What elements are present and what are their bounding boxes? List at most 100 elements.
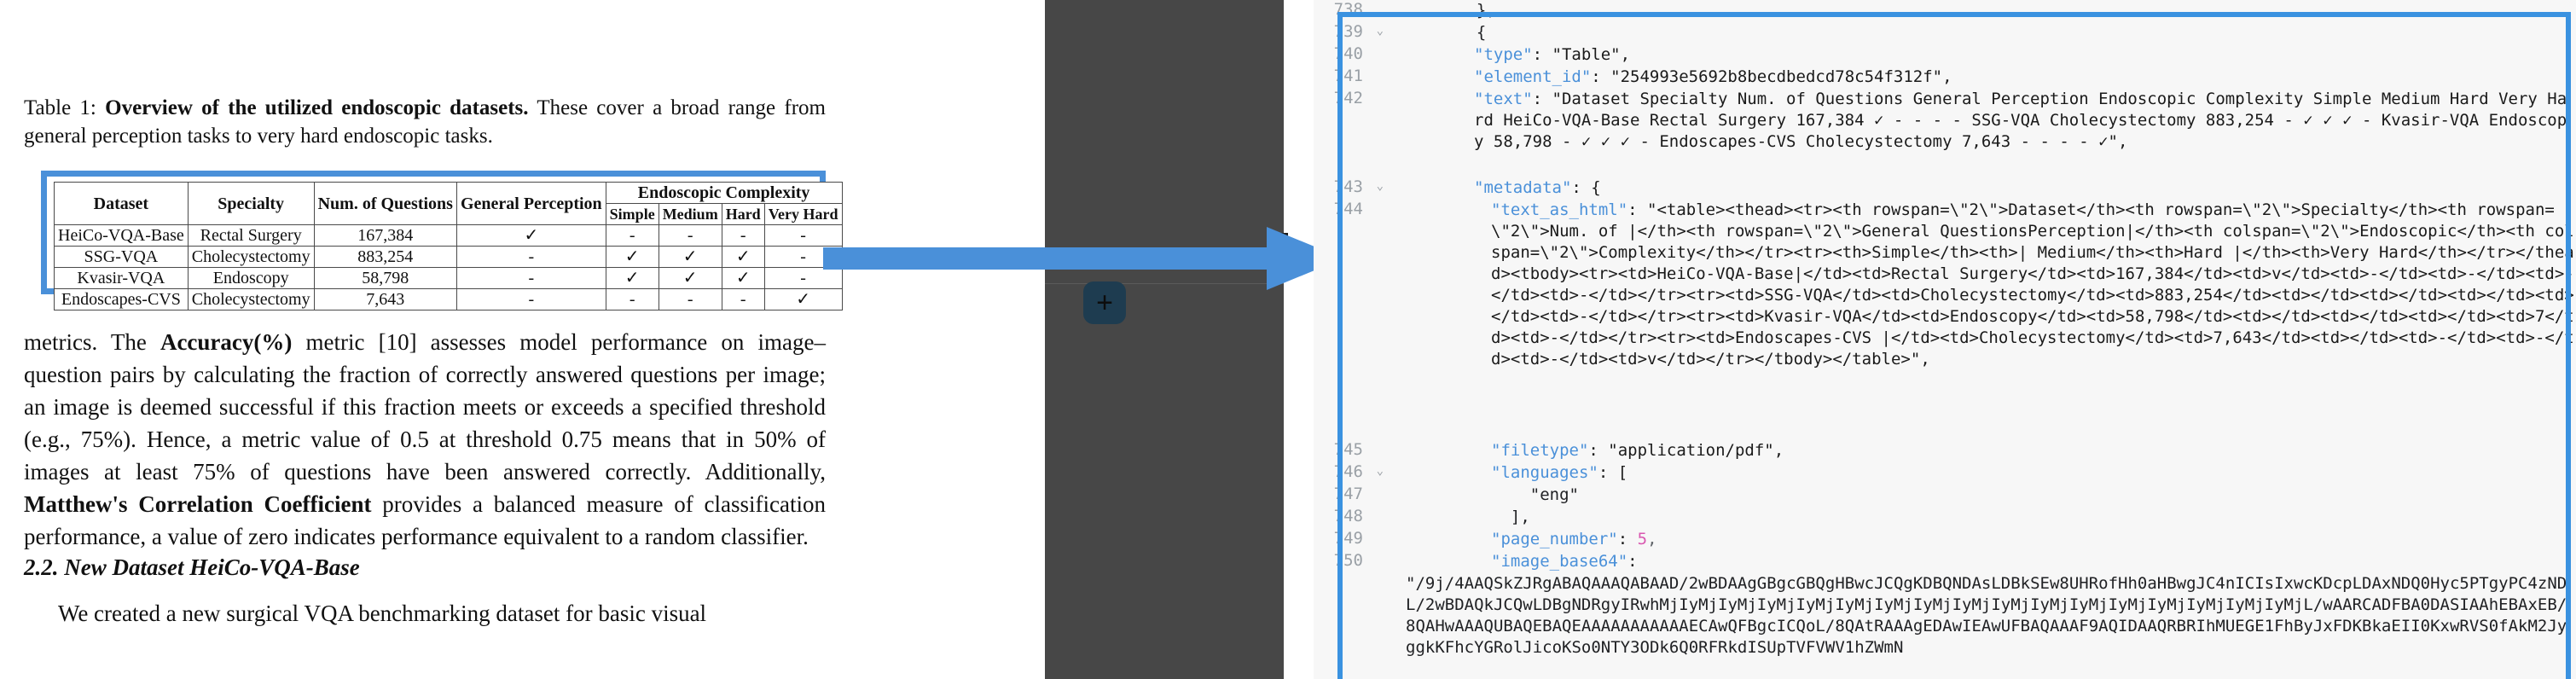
th-endoscopic-complexity: Endoscopic Complexity [605,182,843,204]
caption-prefix: Table 1: [24,96,96,119]
cell-questions: 167,384 [313,224,457,247]
code-content[interactable]: }, { "type": "Table", "element_id": "254… [1406,0,2576,679]
json-key: "type" [1474,45,1533,64]
cell-simple: ✓ [605,246,659,268]
table-head: Dataset Specialty Num. of Questions Gene… [54,182,843,225]
section-paragraph: We created a new surgical VQA benchmarki… [58,601,707,626]
plus-icon[interactable]: + [1083,281,1126,324]
cell-medium: ✓ [658,267,722,289]
table-row: HeiCo-VQA-Base Rectal Surgery 167,384 ✓ … [54,224,843,247]
cell-dataset: SSG-VQA [54,246,189,268]
code-line: "text_as_html": "<table><thead><tr><th r… [1491,200,2574,370]
th-specialty: Specialty [187,182,315,225]
cell-very-hard: - [763,267,843,289]
table-caption: Table 1: Overview of the utilized endosc… [24,94,826,150]
code-line: "element_id": "254993e5692b8becdbedcd78c… [1474,67,1952,88]
cell-simple: - [605,288,659,310]
cell-questions: 883,254 [313,246,457,268]
line-number-gutter: 738 739 ⌄ 740 741 742 743 ⌄ 744 745 746 … [1314,0,1406,679]
json-value: : "Dataset Specialty Num. of Questions G… [1474,90,2567,151]
line-number: 743 [1333,177,1363,196]
code-line: { [1457,23,1487,42]
table-row: Endoscapes-CVS Cholecystectomy 7,643 - -… [54,288,843,310]
base64-value: "/9j/4AAQSkZJRgABAQAAAQABAAD/2wBDAAgGBgc… [1406,574,2567,657]
code-line: "eng" [1491,485,1579,504]
json-key: "page_number" [1491,530,1618,548]
line-number: 745 [1333,440,1363,459]
cell-medium: ✓ [658,246,722,268]
cell-specialty: Cholecystectomy [187,288,315,310]
cell-specialty: Cholecystectomy [187,246,315,268]
line-number: 741 [1333,67,1363,85]
line-number: 742 [1333,89,1363,107]
code-line: "languages": [ [1491,462,1627,484]
code-line: "page_number": 5, [1491,529,1657,550]
json-key: "image_base64" [1491,552,1628,571]
highlighted-table-region: Dataset Specialty Num. of Questions Gene… [41,171,843,310]
table-header-row-1: Dataset Specialty Num. of Questions Gene… [54,182,843,225]
fold-chevron-icon[interactable]: ⌄ [1376,464,1384,478]
json-value: : "<table><thead><tr><th rowspan=\"2\">D… [1491,200,2574,369]
line-number: 750 [1333,551,1363,570]
panel-gap [1284,0,1314,679]
line-number: 749 [1333,529,1363,548]
line-number: 740 [1333,44,1363,63]
json-colon: : [1627,552,1638,571]
cell-general: - [455,288,606,310]
th-num-questions: Num. of Questions [313,182,457,225]
fold-chevron-icon[interactable]: ⌄ [1376,24,1384,38]
cell-hard: - [721,288,765,310]
json-key: "filetype" [1491,441,1589,460]
panel-divider [1045,283,1284,284]
cell-very-hard: - [763,224,843,247]
json-number: 5 [1637,530,1648,548]
pdf-document-pane: Table 1: Overview of the utilized endosc… [0,0,1045,679]
cell-hard: ✓ [721,267,765,289]
drag-handle[interactable] [1274,233,1288,280]
cell-dataset: Kvasir-VQA [54,267,189,289]
code-line: ], [1491,508,1530,526]
table-header-row-2: Simple Medium Hard Very Hard [55,203,843,225]
json-key: "text" [1474,90,1533,108]
cell-simple: - [605,224,659,247]
cell-general: - [455,246,606,268]
json-colon: : [1617,530,1638,548]
fold-chevron-icon[interactable]: ⌄ [1376,179,1384,193]
cell-questions: 58,798 [313,267,457,289]
th-medium: Medium [658,203,722,225]
json-key: "metadata" [1474,178,1572,197]
cell-medium: - [658,288,722,310]
line-number: 739 [1333,22,1363,41]
cell-specialty: Endoscopy [187,267,315,289]
line-number: 738 [1333,0,1363,19]
line-number: 744 [1333,200,1363,218]
cell-questions: 7,643 [313,288,457,310]
endoscopic-datasets-table: Dataset Specialty Num. of Questions Gene… [54,182,843,310]
section-heading: 2.2. New Dataset HeiCo-VQA-Base [24,554,360,580]
cell-general: ✓ [455,224,606,247]
json-key: "element_id" [1474,67,1592,86]
cell-general: - [455,267,606,289]
json-value: : "254993e5692b8becdbedcd78c54f312f", [1591,67,1952,86]
th-simple: Simple [605,203,659,225]
line-number: 748 [1333,507,1363,525]
cell-very-hard: ✓ [763,288,843,310]
code-line: "image_base64": [1491,551,1638,572]
json-comma: , [1647,530,1657,548]
line-number: 747 [1333,485,1363,503]
cell-hard: ✓ [721,246,765,268]
code-line: "type": "Table", [1474,44,1630,66]
json-value: : { [1571,178,1601,197]
drag-handle-bars [1279,249,1284,264]
th-dataset: Dataset [54,182,189,225]
cell-specialty: Rectal Surgery [187,224,315,247]
code-line: "metadata": { [1474,177,1601,199]
th-hard: Hard [721,203,765,225]
cell-dataset: HeiCo-VQA-Base [54,224,189,247]
code-line: "filetype": "application/pdf", [1491,440,1784,461]
table-row: SSG-VQA Cholecystectomy 883,254 - ✓ ✓ ✓ … [54,246,843,268]
json-key: "text_as_html" [1491,200,1628,219]
json-code-editor[interactable]: 738 739 ⌄ 740 741 742 743 ⌄ 744 745 746 … [1314,0,2576,679]
dark-side-panel: + [1045,0,1284,679]
json-value: : [ [1598,463,1628,482]
